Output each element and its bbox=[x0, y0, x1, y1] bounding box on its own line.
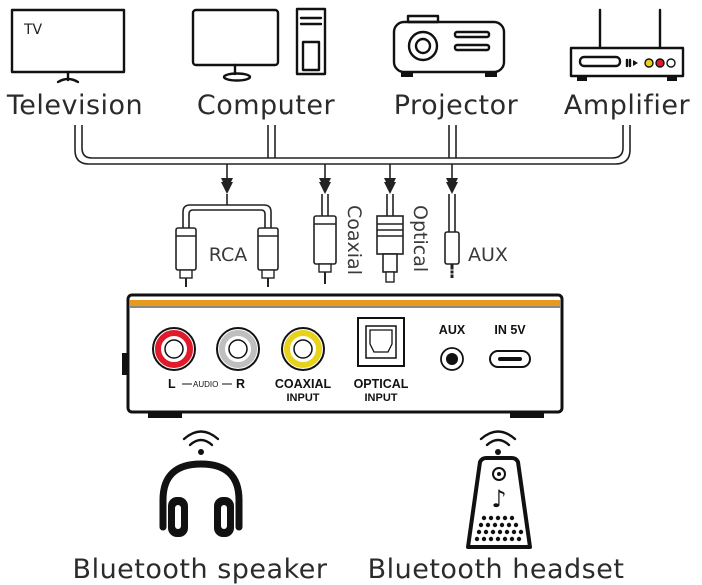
headphones-icon bbox=[159, 460, 243, 537]
arrow-optical bbox=[384, 164, 396, 194]
receiver-box bbox=[122, 293, 564, 418]
television-label: Television bbox=[6, 90, 143, 121]
rca-right-port[interactable] bbox=[216, 327, 260, 371]
coaxial-port[interactable] bbox=[281, 327, 325, 371]
aux-cable-icon bbox=[444, 194, 460, 278]
projector-icon bbox=[392, 14, 506, 77]
optical-cable-icon bbox=[376, 194, 404, 283]
coaxial-port-sublabel: INPUT bbox=[287, 392, 320, 404]
optical-port-label: OPTICAL bbox=[354, 377, 409, 391]
optical-port-sublabel: INPUT bbox=[365, 392, 398, 404]
coaxial-port-label: COAXIAL bbox=[275, 377, 332, 391]
arrow-aux bbox=[446, 164, 458, 194]
rca-left-port[interactable] bbox=[152, 327, 196, 371]
accent-stripe bbox=[130, 300, 560, 306]
aux-port-label: AUX bbox=[439, 323, 466, 337]
tv-screen-text: TV bbox=[23, 22, 43, 38]
smart-speaker-icon: ♪ bbox=[466, 456, 532, 549]
speaker-label: Bluetooth speaker bbox=[73, 554, 328, 585]
drop-arrows bbox=[221, 164, 458, 194]
usb-c-port[interactable] bbox=[489, 350, 531, 368]
projector-label: Projector bbox=[394, 90, 519, 121]
port-label-audio: AUDIO bbox=[193, 380, 218, 389]
coaxial-label: Coaxial bbox=[343, 205, 365, 275]
connection-bus bbox=[74, 125, 631, 165]
port-label-r: R bbox=[236, 377, 245, 391]
optical-port[interactable] bbox=[357, 317, 405, 367]
aux-port[interactable] bbox=[440, 347, 464, 371]
wifi-icon-left bbox=[182, 430, 220, 455]
port-label-l: L bbox=[168, 377, 176, 391]
aux-cable-label: AUX bbox=[468, 244, 508, 266]
arrow-coaxial bbox=[319, 164, 331, 194]
power-port-label: IN 5V bbox=[494, 323, 526, 337]
computer-icon bbox=[191, 7, 327, 82]
optical-label: Optical bbox=[409, 205, 431, 272]
arrow-rca bbox=[221, 164, 233, 194]
music-note-icon: ♪ bbox=[491, 485, 506, 513]
rca-cable-icon bbox=[175, 194, 279, 287]
wifi-icon-right bbox=[479, 430, 517, 455]
amplifier-label: Amplifier bbox=[564, 90, 691, 121]
rca-label: RCA bbox=[209, 244, 248, 266]
computer-label: Computer bbox=[197, 90, 336, 121]
amplifier-icon bbox=[569, 8, 685, 81]
headset-label: Bluetooth headset bbox=[368, 554, 625, 585]
coaxial-cable-icon bbox=[313, 194, 337, 284]
television-icon: TV bbox=[10, 8, 126, 84]
